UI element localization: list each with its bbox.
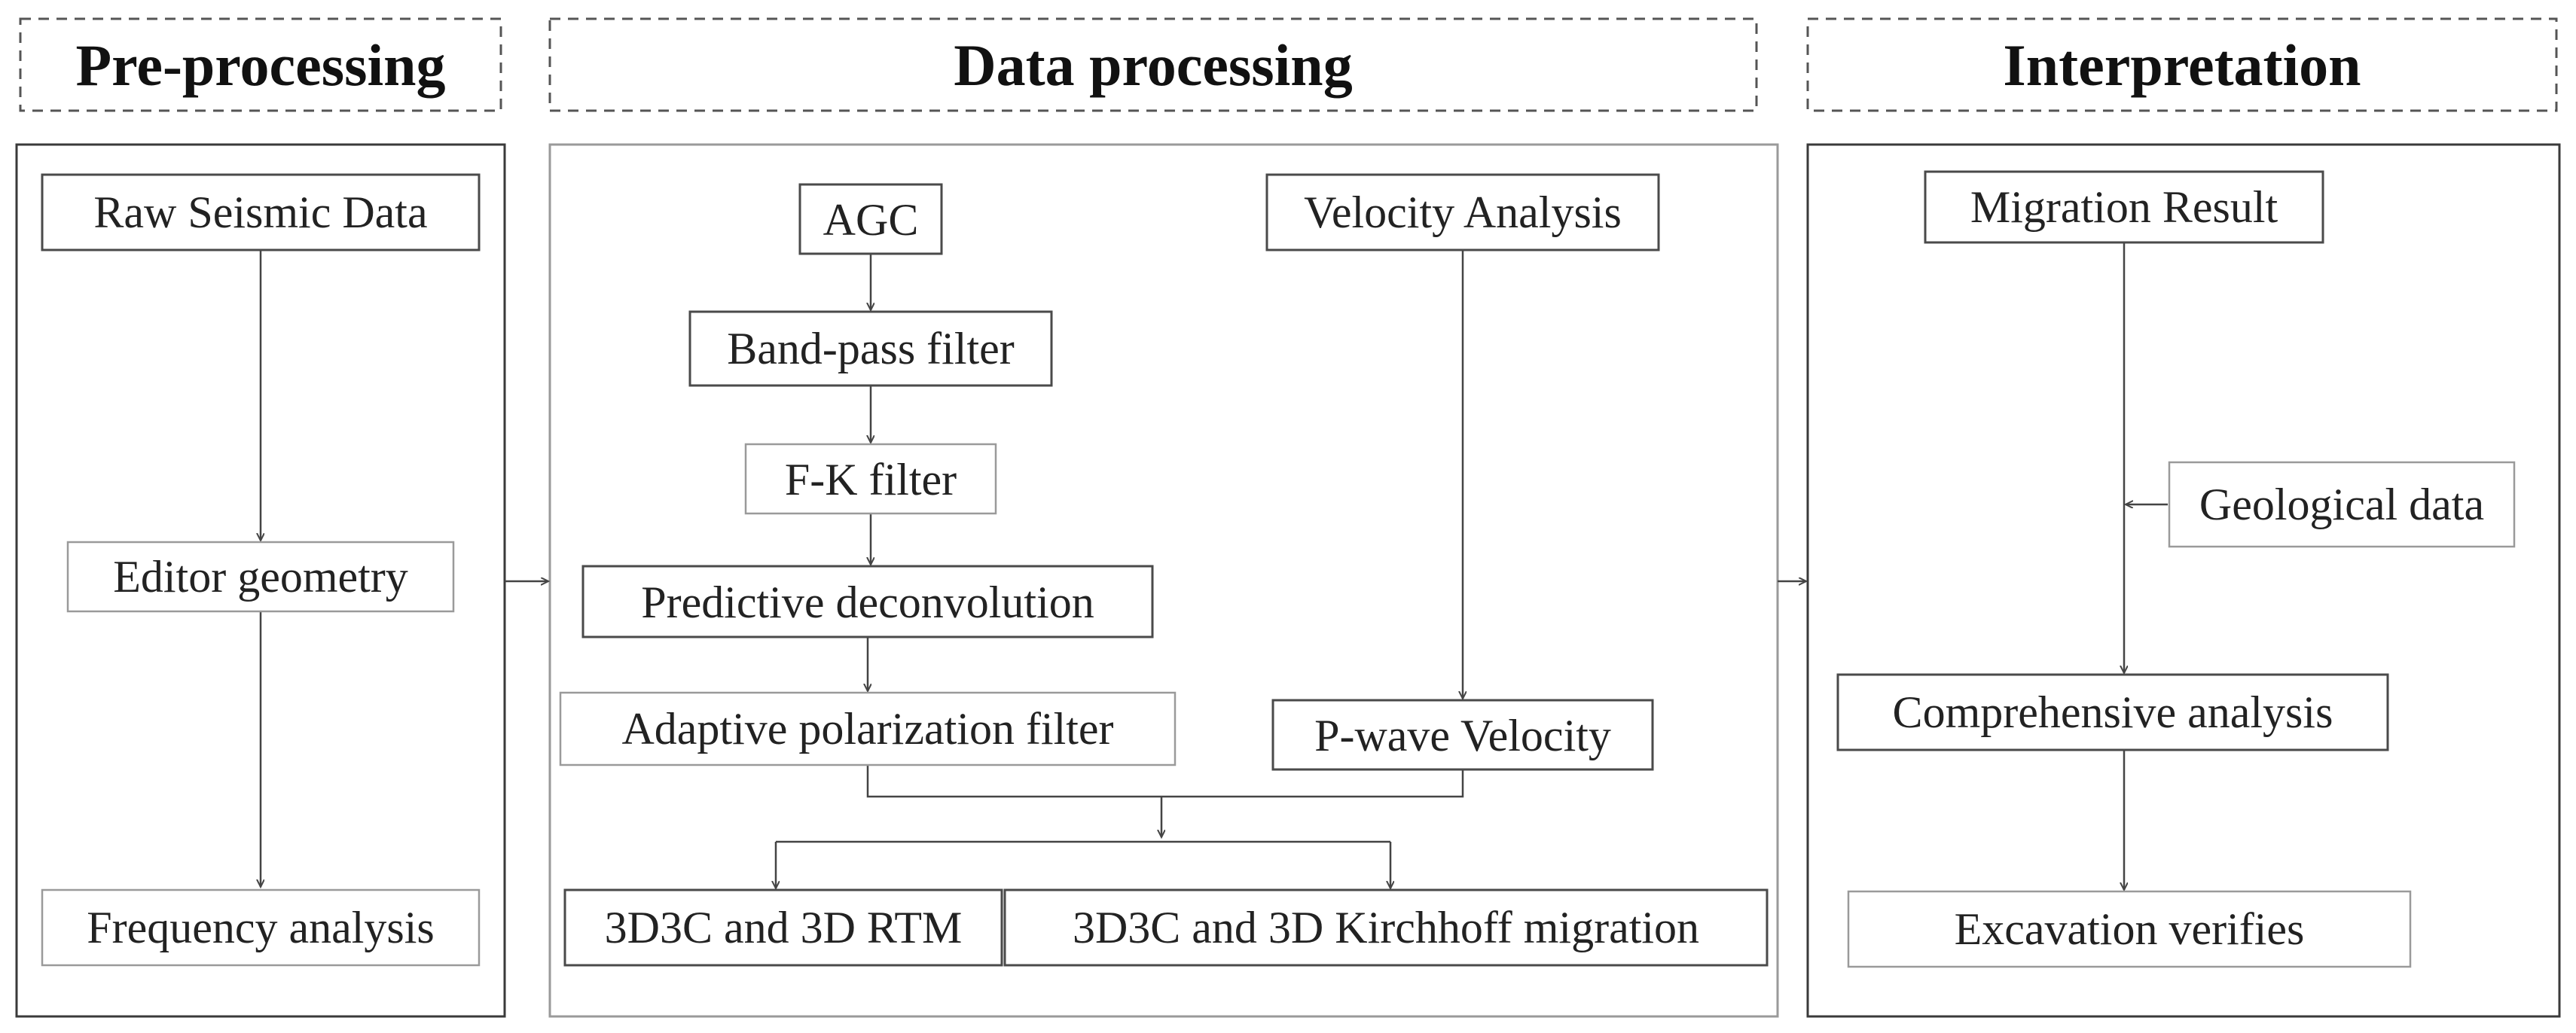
edge-merge bbox=[866, 765, 1464, 798]
node-p-wave-velocity: P-wave Velocity bbox=[1271, 699, 1654, 771]
node-migration-result-label: Migration Result bbox=[1970, 182, 2278, 232]
node-adaptive-polarization-filter-label: Adaptive polarization filter bbox=[621, 704, 1113, 754]
header-data-processing: Data processing bbox=[548, 17, 1758, 112]
node-geological-data: Geological data bbox=[2168, 461, 2516, 548]
node-3d3c-3d-kirchhoff-migration-label: 3D3C and 3D Kirchhoff migration bbox=[1073, 903, 1699, 952]
node-fk-filter: F-K filter bbox=[744, 443, 997, 515]
header-data-processing-title: Data processing bbox=[954, 32, 1352, 98]
node-band-pass-filter: Band-pass filter bbox=[688, 310, 1053, 387]
node-excavation-verifies-label: Excavation verifies bbox=[1955, 904, 2305, 954]
node-agc-label: AGC bbox=[823, 195, 919, 245]
node-band-pass-filter-label: Band-pass filter bbox=[727, 324, 1015, 373]
panel-interpretation bbox=[1806, 143, 2561, 1018]
node-frequency-analysis: Frequency analysis bbox=[41, 888, 481, 967]
node-comprehensive-analysis: Comprehensive analysis bbox=[1836, 673, 2389, 751]
node-raw-seismic-data: Raw Seismic Data bbox=[41, 173, 481, 251]
node-velocity-analysis: Velocity Analysis bbox=[1265, 173, 1660, 251]
node-3d3c-3d-rtm-label: 3D3C and 3D RTM bbox=[605, 903, 963, 952]
node-agc: AGC bbox=[798, 183, 943, 255]
node-adaptive-polarization-filter: Adaptive polarization filter bbox=[559, 691, 1177, 766]
node-migration-result: Migration Result bbox=[1924, 170, 2324, 244]
node-editor-geometry-label: Editor geometry bbox=[113, 552, 408, 602]
node-predictive-deconvolution: Predictive deconvolution bbox=[581, 565, 1154, 638]
header-pre-processing-title: Pre-processing bbox=[75, 32, 445, 98]
node-predictive-deconvolution-label: Predictive deconvolution bbox=[641, 577, 1094, 627]
header-interpretation-title: Interpretation bbox=[2003, 32, 2361, 98]
node-p-wave-velocity-label: P-wave Velocity bbox=[1314, 711, 1611, 760]
header-interpretation: Interpretation bbox=[1806, 17, 2558, 112]
node-editor-geometry: Editor geometry bbox=[66, 541, 455, 613]
node-fk-filter-label: F-K filter bbox=[785, 455, 957, 504]
node-excavation-verifies: Excavation verifies bbox=[1847, 890, 2412, 968]
node-raw-seismic-data-label: Raw Seismic Data bbox=[93, 187, 427, 237]
node-3d3c-3d-rtm: 3D3C and 3D RTM bbox=[563, 888, 1003, 967]
node-3d3c-3d-kirchhoff-migration: 3D3C and 3D Kirchhoff migration bbox=[1003, 888, 1769, 967]
node-geological-data-label: Geological data bbox=[2199, 480, 2484, 529]
node-frequency-analysis-label: Frequency analysis bbox=[87, 903, 435, 952]
node-velocity-analysis-label: Velocity Analysis bbox=[1304, 187, 1622, 237]
node-comprehensive-analysis-label: Comprehensive analysis bbox=[1893, 687, 2333, 737]
header-pre-processing: Pre-processing bbox=[19, 17, 502, 112]
